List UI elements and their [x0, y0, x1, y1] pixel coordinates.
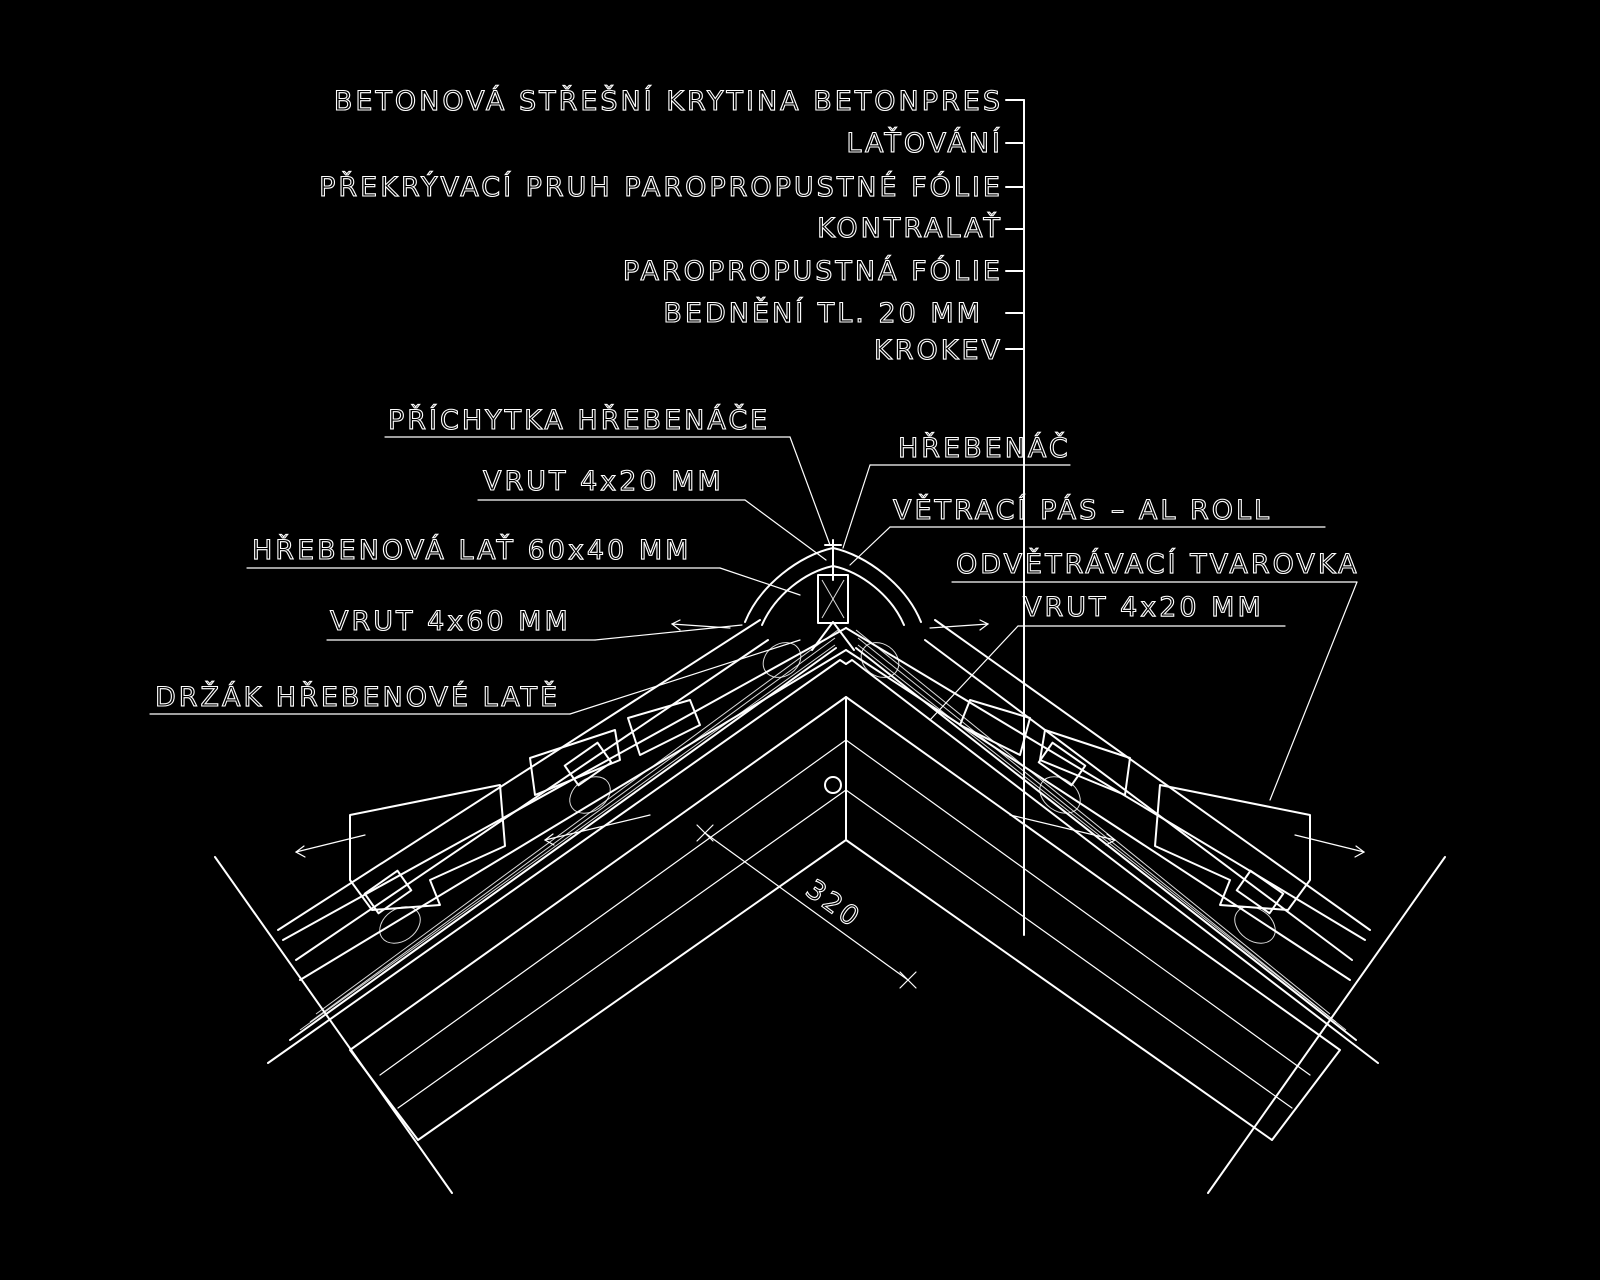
label-betonova-krytina: BETONOVÁ STŘEŠNÍ KRYTINA BETONPRES — [334, 85, 1003, 117]
label-hrebenac: HŘEBENÁČ — [898, 432, 1071, 464]
label-paropropustna-folie: PAROPROPUSTNÁ FÓLIE — [623, 255, 1003, 287]
label-odvetravaci-tvarovka: ODVĚTRÁVACÍ TVAROVKA — [956, 548, 1360, 580]
label-prekryvaci-pruh: PŘEKRÝVACÍ PRUH PAROPROPUSTNÉ FÓLIE — [319, 171, 1003, 203]
label-prichytka-hrebenace: PŘÍCHYTKA HŘEBENÁČE — [388, 404, 770, 436]
label-drzak-hrebenove-late: DRŽÁK HŘEBENOVÉ LATĚ — [155, 681, 560, 713]
ridge-construction — [214, 539, 1446, 1194]
label-vrut-4x60: VRUT 4x60 MM — [330, 606, 571, 637]
label-vrut-4x20-left: VRUT 4x20 MM — [483, 466, 724, 497]
label-hrebenova-lat: HŘEBENOVÁ LAŤ 60x40 MM — [252, 534, 691, 566]
label-vrut-4x20-right: VRUT 4x20 MM — [1023, 592, 1264, 623]
label-kontralat: KONTRALAŤ — [817, 212, 1003, 244]
label-bedneni: BEDNĚNÍ TL. 20 MM — [663, 297, 983, 329]
layer-leader-bracket — [1005, 99, 1025, 936]
label-vetraci-pas: VĚTRACÍ PÁS – AL ROLL — [893, 494, 1272, 526]
callout-labels: PŘÍCHYTKA HŘEBENÁČE HŘEBENÁČ VRUT 4x20 M… — [154, 403, 1360, 713]
label-krokev: KROKEV — [874, 335, 1003, 366]
layer-labels: BETONOVÁ STŘEŠNÍ KRYTINA BETONPRES LAŤOV… — [319, 84, 1003, 366]
label-latovani: LAŤOVÁNÍ — [846, 127, 1003, 159]
